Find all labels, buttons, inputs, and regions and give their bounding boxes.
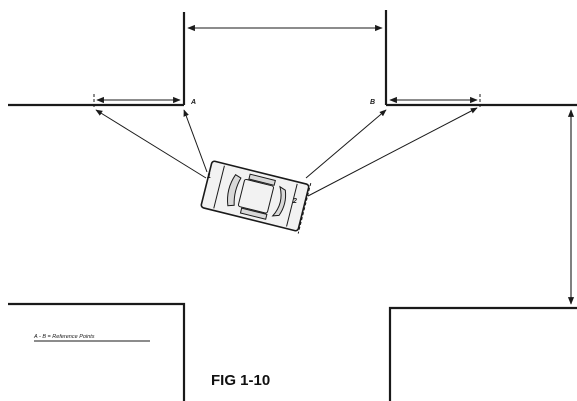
sight-line-2-to-right-mark xyxy=(307,107,478,197)
car-roof-top-bar xyxy=(248,173,276,186)
road-edge-bottom-right xyxy=(388,306,577,401)
car-rear-bumper-mark xyxy=(297,182,312,234)
car xyxy=(200,160,312,234)
sight-line-1-to-left-mark xyxy=(95,109,207,179)
car-hood-line xyxy=(213,165,225,209)
car-point-2-label: 2 xyxy=(292,198,297,205)
sight-line-1-to-a xyxy=(183,109,208,173)
car-point-1-label: 1 xyxy=(207,173,211,180)
legend: A - B = Reference Points xyxy=(33,334,150,342)
road-edge-bottom-left xyxy=(8,302,186,401)
car-roof-bottom-bar xyxy=(239,207,268,220)
car-windshield xyxy=(227,173,242,207)
legend-text: A - B = Reference Points xyxy=(33,334,95,340)
reference-point-a-label: A xyxy=(190,99,196,106)
dimension-right-offset xyxy=(389,94,481,108)
sight-lines xyxy=(95,107,478,197)
reference-point-b-label: B xyxy=(370,99,375,106)
car-trunk-line xyxy=(286,183,298,227)
car-body xyxy=(200,160,310,232)
car-rear-window xyxy=(271,185,287,217)
sight-line-2-to-b xyxy=(305,109,387,179)
car-roof xyxy=(237,178,274,214)
dimension-left-offset xyxy=(93,94,181,108)
figure-caption: FIG 1-10 xyxy=(211,372,270,389)
street-edges xyxy=(8,10,577,401)
